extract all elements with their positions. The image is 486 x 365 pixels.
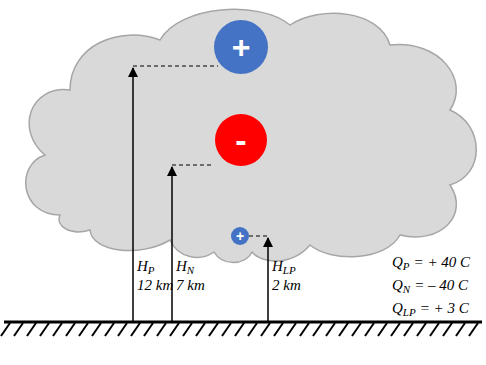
- label-text: H: [137, 258, 148, 274]
- height-symbol: HP: [137, 258, 155, 279]
- hatch-stroke: [105, 323, 114, 336]
- cloud-shape: [26, 9, 477, 262]
- label-text: Q: [392, 254, 403, 270]
- negative-charge-circle: -: [215, 114, 267, 166]
- hatch-stroke: [313, 323, 322, 336]
- hatch-stroke: [261, 323, 270, 336]
- hatch-stroke: [365, 323, 374, 336]
- subscript: P: [403, 260, 410, 272]
- hatch-stroke: [222, 323, 231, 336]
- hatch-stroke: [53, 323, 62, 336]
- subscript: LP: [403, 306, 416, 318]
- hatch-stroke: [469, 323, 478, 336]
- hatch-stroke: [79, 323, 88, 336]
- height-arrow: [171, 167, 173, 321]
- hatch-stroke: [1, 323, 10, 336]
- hatch-stroke: [118, 323, 127, 336]
- dashed-level-line: [133, 65, 218, 66]
- hatch-stroke: [170, 323, 179, 336]
- height-value: 7 km: [176, 277, 205, 294]
- ground-hatching: [1, 323, 478, 336]
- hatch-stroke: [300, 323, 309, 336]
- hatch-stroke: [443, 323, 452, 336]
- label-text: = + 3 C: [420, 300, 469, 316]
- hatch-stroke: [417, 323, 426, 336]
- hatch-stroke: [287, 323, 296, 336]
- hatch-stroke: [274, 323, 283, 336]
- label-text: 12 km: [137, 277, 173, 293]
- height-value: 12 km: [137, 277, 173, 294]
- hatch-stroke: [40, 323, 49, 336]
- hatch-stroke: [248, 323, 257, 336]
- charge-value: QLP = + 3 C: [392, 300, 469, 321]
- height-symbol: HLP: [272, 258, 296, 279]
- charge-sign: +: [232, 31, 251, 63]
- hatch-stroke: [66, 323, 75, 336]
- height-arrow: [267, 238, 269, 321]
- hatch-stroke: [391, 323, 400, 336]
- hatch-stroke: [430, 323, 439, 336]
- label-text: Q: [392, 277, 403, 293]
- charge-value: QP = + 40 C: [392, 254, 470, 275]
- positive-charge-circle: +: [214, 20, 268, 74]
- dashed-level-line: [249, 235, 268, 236]
- height-symbol: HN: [176, 258, 194, 279]
- height-arrow: [132, 68, 134, 321]
- charge-sign: -: [235, 123, 246, 157]
- hatch-stroke: [196, 323, 205, 336]
- hatch-stroke: [14, 323, 23, 336]
- label-text: H: [272, 258, 283, 274]
- hatch-stroke: [183, 323, 192, 336]
- charge-sign: +: [236, 229, 244, 243]
- label-text: 7 km: [176, 277, 205, 293]
- hatch-stroke: [339, 323, 348, 336]
- hatch-stroke: [404, 323, 413, 336]
- label-text: Q: [392, 300, 403, 316]
- label-text: = – 40 C: [414, 277, 468, 293]
- hatch-stroke: [235, 323, 244, 336]
- hatch-stroke: [144, 323, 153, 336]
- subscript: LP: [283, 264, 296, 276]
- label-text: H: [176, 258, 187, 274]
- hatch-stroke: [27, 323, 36, 336]
- hatch-stroke: [209, 323, 218, 336]
- lower-positive-charge-circle: +: [231, 227, 249, 245]
- subscript: N: [403, 283, 410, 295]
- subscript: N: [187, 264, 194, 276]
- dashed-level-line: [172, 164, 214, 165]
- hatch-stroke: [456, 323, 465, 336]
- hatch-stroke: [326, 323, 335, 336]
- label-text: = + 40 C: [414, 254, 471, 270]
- hatch-stroke: [157, 323, 166, 336]
- hatch-stroke: [352, 323, 361, 336]
- hatch-stroke: [378, 323, 387, 336]
- subscript: P: [148, 264, 155, 276]
- hatch-stroke: [131, 323, 140, 336]
- charge-value: QN = – 40 C: [392, 277, 468, 298]
- label-text: 2 km: [272, 277, 301, 293]
- height-value: 2 km: [272, 277, 301, 294]
- hatch-stroke: [92, 323, 101, 336]
